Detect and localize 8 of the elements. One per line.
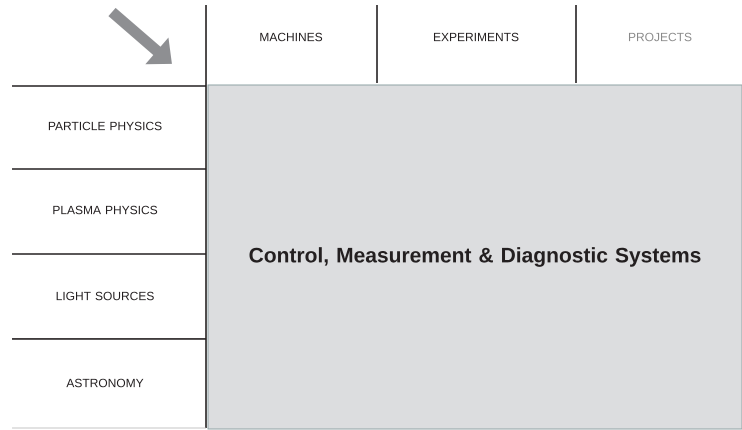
content-panel: Control, Measurement & Diagnostic Systems — [208, 84, 742, 430]
row-label: LIGHT SOURCES — [56, 292, 154, 300]
row-label: PARTICLE PHYSICS — [48, 122, 162, 130]
row-label: ASTRONOMY — [66, 378, 144, 388]
column-header: EXPERIMENTS — [434, 32, 518, 42]
column-header: PROJECTS — [628, 32, 692, 42]
row-label: PLASMA PHYSICS — [53, 206, 158, 214]
column-header: MACHINES — [260, 32, 322, 42]
